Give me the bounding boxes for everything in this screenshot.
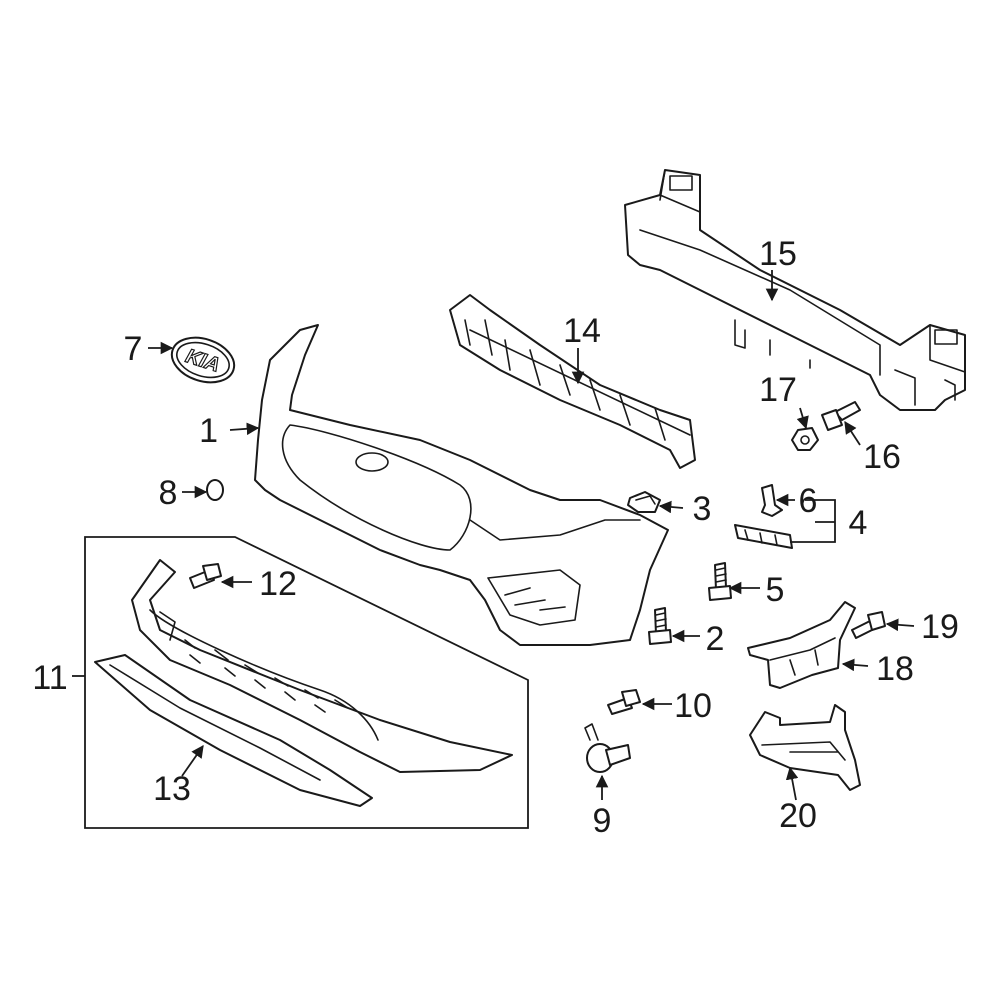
fog-lamp-bezel[interactable] [749, 704, 861, 791]
bolt-19[interactable] [851, 611, 886, 639]
parking-sensor[interactable] [584, 723, 631, 773]
callout-18: 18 [876, 650, 914, 688]
bracket[interactable] [734, 524, 793, 549]
callout-9: 9 [593, 802, 612, 840]
kia-emblem[interactable]: KIA [166, 330, 240, 390]
bolt-16[interactable] [821, 401, 861, 431]
callout-17: 17 [759, 371, 797, 409]
callout-labels: 1 2 3 4 5 6 7 8 9 10 11 12 13 14 15 16 1… [32, 235, 959, 840]
callout-8: 8 [159, 474, 178, 512]
callout-10: 10 [674, 687, 712, 725]
callout-11: 11 [32, 659, 67, 697]
callout-5: 5 [766, 571, 785, 609]
nut[interactable] [791, 427, 819, 451]
callout-2: 2 [706, 620, 725, 658]
retainer[interactable] [761, 484, 783, 517]
callout-15: 15 [759, 235, 797, 273]
callout-19: 19 [921, 608, 959, 646]
lower-lip[interactable] [94, 654, 373, 807]
lower-grille-box [84, 536, 529, 829]
callout-1: 1 [199, 412, 218, 450]
side-bracket[interactable] [747, 601, 856, 689]
clip[interactable] [627, 491, 661, 513]
callout-16: 16 [863, 438, 901, 476]
callout-13: 13 [153, 770, 191, 808]
callout-12: 12 [259, 565, 297, 603]
callout-4: 4 [849, 504, 868, 542]
leader-lines [72, 270, 915, 801]
callout-3: 3 [693, 490, 712, 528]
callout-14: 14 [563, 312, 601, 350]
reinforcement-beam[interactable] [624, 169, 966, 411]
bolt-2[interactable] [648, 607, 672, 645]
bolt-10[interactable] [607, 689, 641, 715]
bolt-5[interactable] [708, 562, 732, 601]
bolt-12[interactable] [189, 563, 222, 589]
callout-7: 7 [124, 330, 143, 368]
bumper-cover[interactable] [254, 324, 669, 646]
callout-6: 6 [799, 482, 818, 520]
callout-20: 20 [779, 797, 817, 835]
lower-grille[interactable] [131, 559, 513, 773]
plug[interactable] [206, 479, 224, 501]
